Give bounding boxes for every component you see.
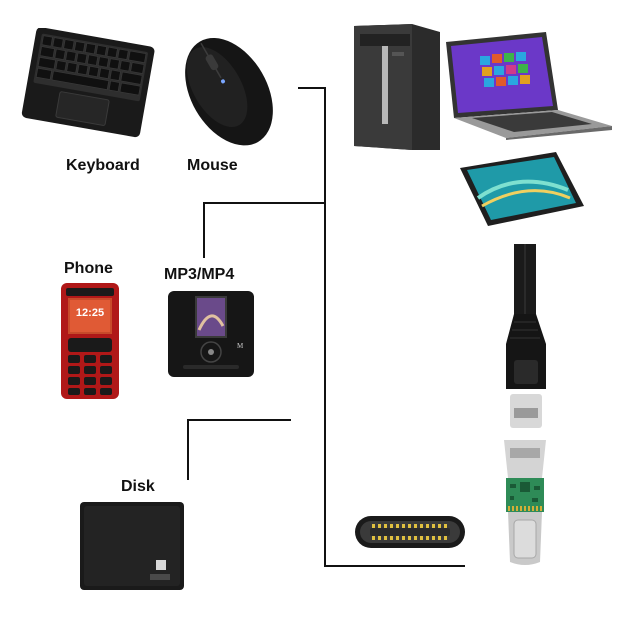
adapter-device xyxy=(496,438,556,568)
tablet-icon xyxy=(460,152,584,226)
disk-connector-line xyxy=(187,419,291,480)
phone-label: Phone xyxy=(64,260,113,277)
usb-c-port-icon xyxy=(355,516,465,548)
phone-device: 12:25 xyxy=(60,282,120,400)
disk-icon xyxy=(80,502,184,590)
desktop-device xyxy=(352,22,442,152)
micro-usb-cable-icon xyxy=(506,244,546,428)
port-device xyxy=(354,515,466,549)
mp3-label: MP3/MP4 xyxy=(164,266,235,283)
cable-device xyxy=(496,244,556,434)
mouse-icon xyxy=(185,38,273,146)
desktop-tower-icon xyxy=(354,24,440,150)
svg-text:12:25: 12:25 xyxy=(76,307,104,319)
mp3-player-icon: M xyxy=(168,291,254,377)
main-connector-line xyxy=(298,87,465,567)
disk-device xyxy=(76,500,188,594)
usb-c-adapter-icon xyxy=(504,440,546,565)
laptop-icon xyxy=(446,32,612,140)
mouse-device xyxy=(158,30,298,150)
mp3-device: M xyxy=(167,290,255,378)
phone-icon: 12:25 xyxy=(61,283,119,399)
disk-label: Disk xyxy=(121,478,155,495)
mp3-connector-line xyxy=(203,202,325,258)
keyboard-icon xyxy=(21,27,155,138)
keyboard-label: Keyboard xyxy=(66,157,140,174)
tablet-device xyxy=(458,150,588,230)
laptop-device xyxy=(442,30,616,140)
svg-text:M: M xyxy=(237,342,244,350)
keyboard-device xyxy=(20,27,155,138)
mouse-label: Mouse xyxy=(187,157,238,174)
